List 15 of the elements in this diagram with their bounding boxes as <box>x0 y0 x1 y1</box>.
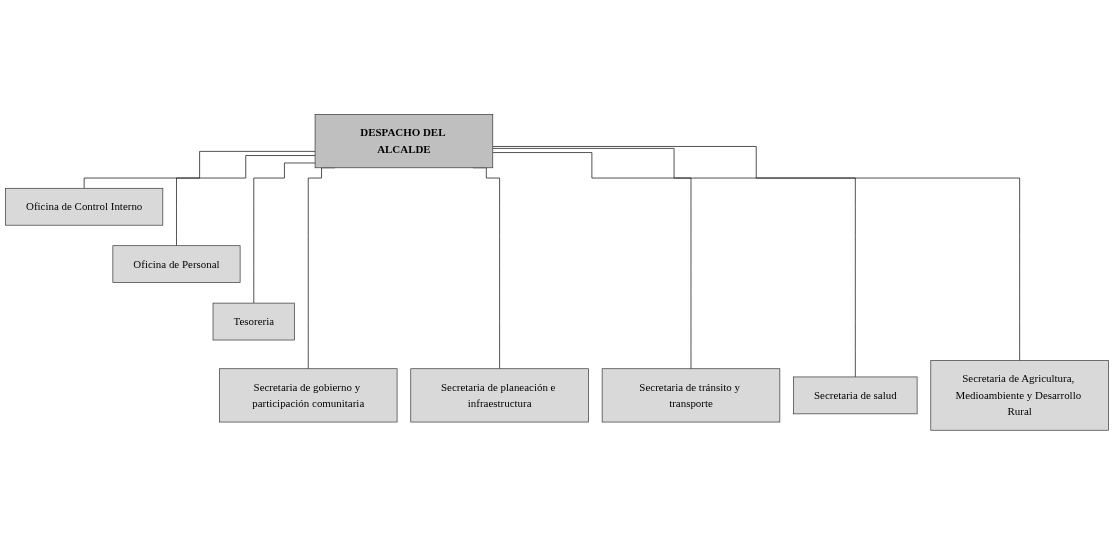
node-box: Secretaria de salud <box>793 376 918 415</box>
node-box: Secretaria de planeación e infraestructura <box>410 368 589 423</box>
node-box: Secretaria de gobierno y participación comunitaria <box>219 368 398 423</box>
connector <box>253 162 316 304</box>
node-box: Oficina de Control Interno <box>5 188 164 226</box>
connector <box>492 146 1020 361</box>
node-box: DESPACHO DEL ALCALDE <box>314 114 494 169</box>
node-box: Secretaria de tránsito y transporte <box>601 368 781 423</box>
node-box: Oficina de Personal <box>112 245 241 284</box>
node-box: Tesoreria <box>212 302 295 341</box>
connector <box>492 152 692 370</box>
connector <box>176 155 316 247</box>
connector <box>83 151 316 189</box>
node-box: Secretaria de Agricultura, Medioambiente y Desarrollo Rural <box>930 360 1109 431</box>
connector <box>492 148 856 378</box>
